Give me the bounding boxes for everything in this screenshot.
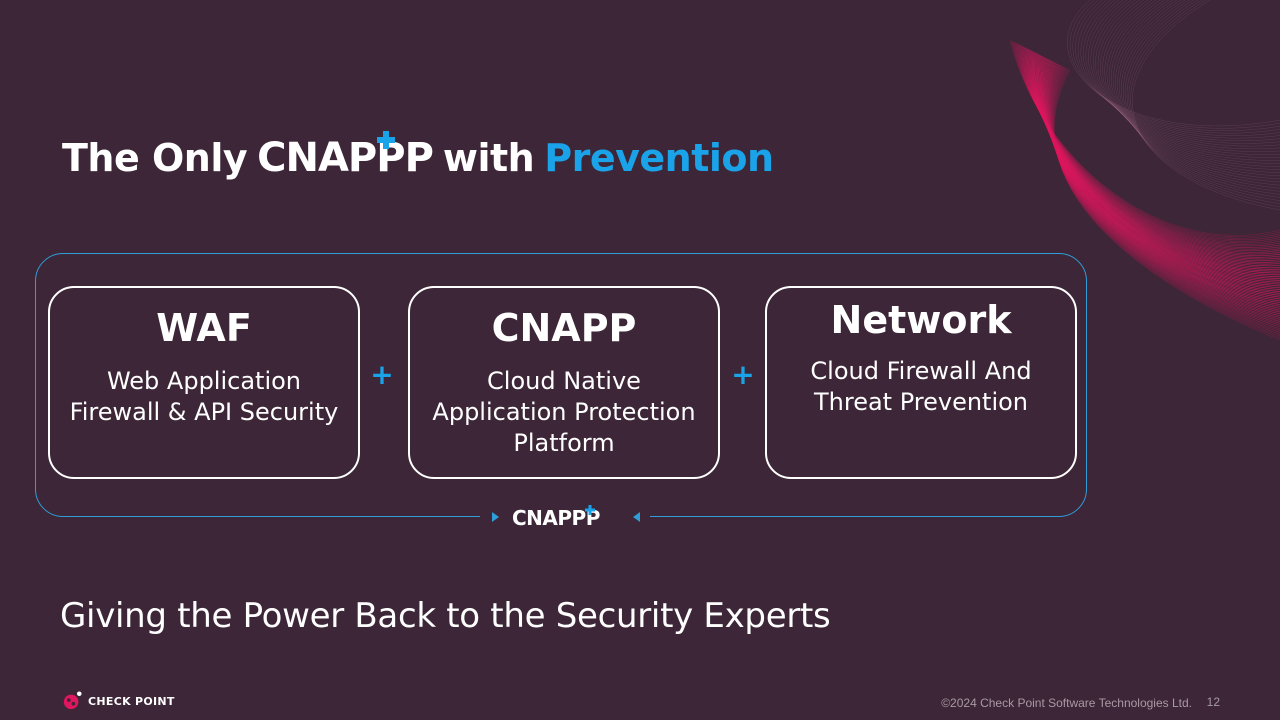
swirl-line: [1014, 42, 1280, 244]
swirl-line: [1024, 47, 1280, 260]
swirl-line: [1027, 49, 1280, 265]
swirl-line: [1039, 55, 1280, 289]
swirl-line-faint: [1097, 0, 1280, 158]
swirl-line-faint: [1132, 0, 1280, 211]
cnappp-logo-text: CNAPPP: [257, 135, 434, 181]
card-title: Network: [830, 298, 1012, 342]
copyright-text: ©2024 Check Point Software Technologies …: [941, 696, 1192, 710]
card-title: CNAPP: [491, 306, 637, 350]
swirl-line-faint: [1104, 0, 1280, 167]
swirl-line: [1029, 50, 1280, 268]
swirl-line-faint: [1072, 0, 1280, 131]
swirl-line: [1033, 52, 1280, 276]
swirl-line-faint: [1090, 0, 1280, 150]
card-title: WAF: [156, 306, 252, 350]
swirl-line: [1032, 51, 1280, 274]
swirl-line-faint: [1083, 0, 1280, 141]
swirl-line: [1039, 56, 1280, 291]
swirl-line-faint: [1121, 0, 1280, 192]
swirl-line: [1010, 40, 1280, 238]
card-cnapp: CNAPP Cloud Native Application Protectio…: [408, 286, 720, 479]
swirl-line: [1026, 48, 1280, 263]
swirl-line-faint: [1095, 0, 1280, 155]
swirl-line-faint: [1085, 0, 1280, 144]
title-part-2: with: [442, 136, 535, 180]
card-waf: WAF Web Application Firewall & API Secur…: [48, 286, 360, 479]
swirl-line: [1015, 42, 1280, 245]
swirl-line: [1052, 68, 1280, 335]
swirl-line: [1023, 47, 1280, 258]
swirl-line: [1019, 45, 1280, 252]
swirl-line-faint: [1067, 0, 1280, 127]
arrow-left-icon: [633, 512, 640, 522]
swirl-line-faint: [1070, 0, 1280, 129]
brand-name: CHECK POINT: [88, 694, 175, 708]
swirl-line: [1012, 41, 1280, 241]
swirl-line-faint: [1130, 0, 1280, 208]
swirl-line: [1009, 39, 1280, 236]
swirl-line-faint: [1117, 0, 1280, 186]
swirl-line-faint: [1108, 0, 1280, 174]
frame-gap: [480, 505, 650, 531]
swirl-line-faint: [1099, 0, 1280, 161]
swirl-line-faint: [1128, 0, 1280, 205]
swirl-line: [1018, 44, 1280, 250]
swirl-line: [1028, 49, 1280, 267]
swirl-line-faint: [1110, 0, 1280, 177]
logo-plus-icon: [377, 131, 396, 149]
swirl-line-faint: [1106, 0, 1280, 170]
tagline: Giving the Power Back to the Security Ex…: [60, 596, 831, 636]
swirl-line: [1021, 46, 1280, 255]
swirl-line: [1053, 69, 1280, 339]
swirl-line: [1022, 46, 1280, 256]
swirl-line: [1053, 68, 1280, 337]
swirl-line: [1025, 48, 1280, 262]
swirl-line: [1038, 55, 1280, 287]
swirl-line: [1035, 53, 1280, 279]
page-number: 12: [1206, 695, 1220, 709]
cnappp-mini-logo: CNAPPP: [512, 504, 600, 532]
swirl-line: [1034, 52, 1280, 277]
title-accent: Prevention: [544, 136, 774, 180]
slide-title: The Only CNAPPP with Prevention: [62, 128, 774, 188]
swirl-line: [1035, 53, 1280, 281]
cnappp-logo: CNAPPP: [257, 131, 434, 181]
swirl-line: [1013, 41, 1280, 242]
swirl-line-faint: [1122, 0, 1280, 195]
swirl-line: [1041, 57, 1280, 294]
check-point-logo-icon: [63, 691, 82, 710]
swirl-line: [1054, 69, 1280, 341]
swirl-line-faint: [1080, 0, 1280, 139]
swirl-line: [1037, 54, 1280, 285]
swirl-line: [1030, 50, 1280, 270]
title-part-1: The Only: [62, 136, 248, 180]
swirl-line-faint: [1092, 0, 1280, 152]
swirl-line-faint: [1119, 0, 1280, 189]
logo-plus-icon: [585, 505, 595, 515]
arrow-right-icon: [492, 512, 499, 522]
swirl-line: [1017, 44, 1280, 248]
swirl-line-faint: [1077, 0, 1280, 136]
card-description: Web Application Firewall & API Security: [69, 367, 339, 426]
card-description: Cloud Firewall And Threat Prevention: [810, 357, 1032, 416]
swirl-line: [1020, 45, 1280, 253]
plus-icon: +: [731, 358, 755, 391]
card-description: Cloud Native Application Protection Plat…: [432, 367, 696, 457]
check-point-logo: CHECK POINT: [62, 689, 175, 713]
swirl-line: [1016, 43, 1280, 247]
swirl-line: [1040, 56, 1280, 292]
swirl-line-faint: [1113, 0, 1280, 180]
swirl-line-faint: [1115, 0, 1280, 183]
swirl-line-faint: [1075, 0, 1280, 134]
swirl-line: [1036, 54, 1280, 283]
swirl-line-faint: [1088, 0, 1280, 147]
swirl-line-faint: [1124, 0, 1280, 198]
swirl-line-faint: [1126, 0, 1280, 201]
swirl-line: [1031, 51, 1280, 272]
swirl-line: [1011, 40, 1280, 239]
swirl-line-faint: [1102, 0, 1280, 164]
card-network: Network Cloud Firewall And Threat Preven…: [765, 286, 1077, 479]
plus-icon: +: [370, 358, 394, 391]
